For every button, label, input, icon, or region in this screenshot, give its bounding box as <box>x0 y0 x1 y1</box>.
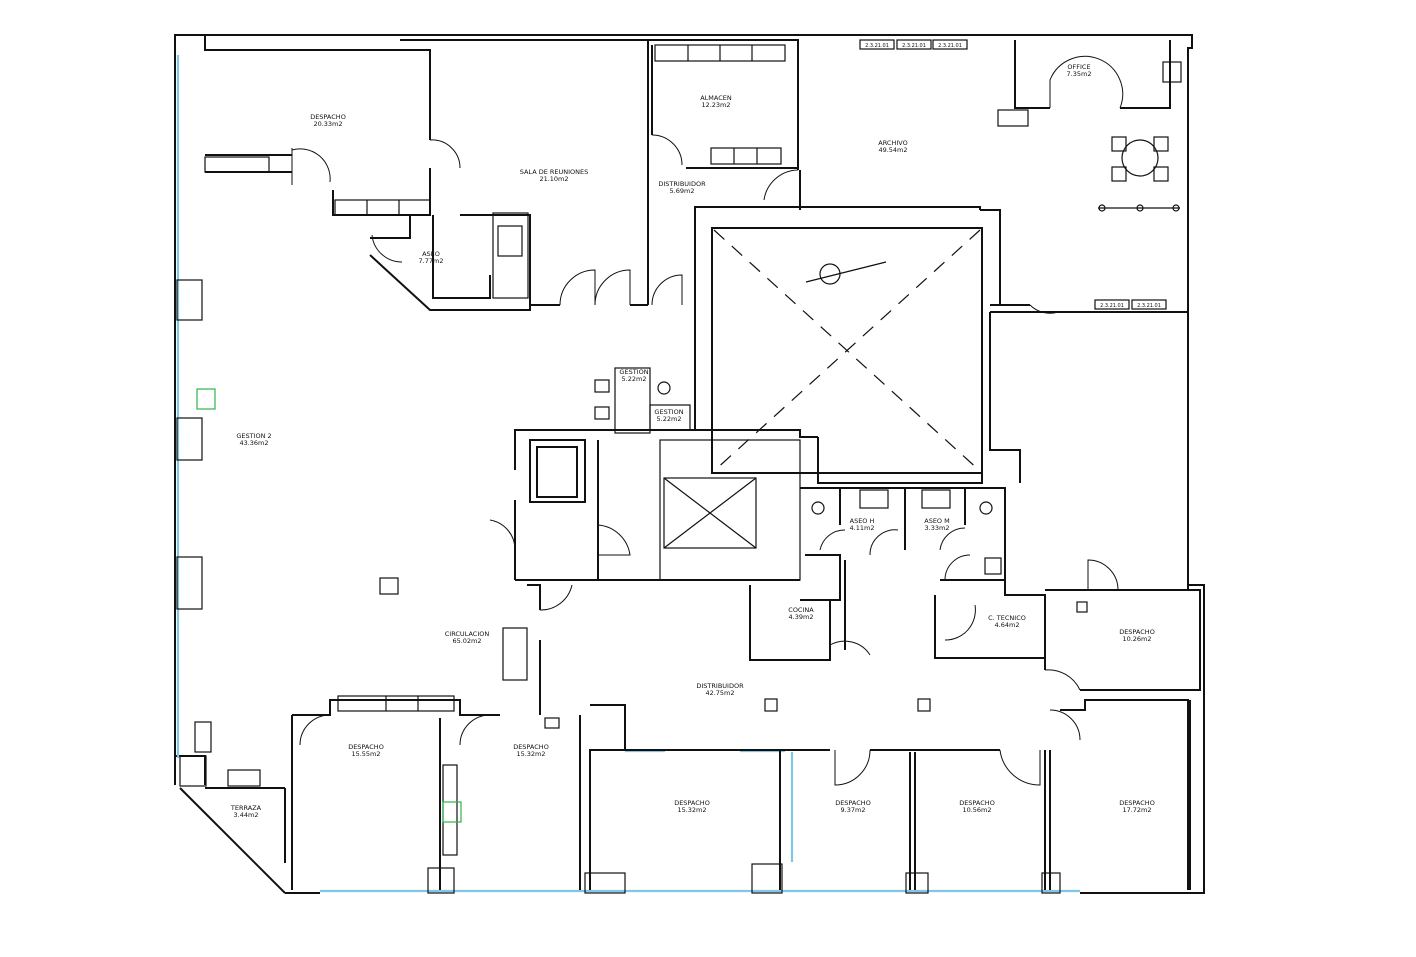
room-area: 4.39m2 <box>789 613 814 621</box>
room-name: DESPACHO <box>674 799 710 807</box>
equipment-tag: 2.3.21.01 <box>1094 299 1130 310</box>
room-name: DESPACHO <box>1119 799 1155 807</box>
room-area: 15.32m2 <box>677 806 706 814</box>
equipment-tag: 2.3.21.01 <box>859 39 895 50</box>
room-name: GESTION 2 <box>236 432 271 440</box>
room-name: COCINA <box>788 606 814 614</box>
room-area: 4.64m2 <box>995 621 1020 629</box>
room-area: 20.33m2 <box>313 120 342 128</box>
room-name: TERRAZA <box>230 804 262 812</box>
equipment-tags: 2.3.21.01 2.3.21.01 2.3.21.01 2.3.21.01 2.3.… <box>859 39 1167 310</box>
room-name: DESPACHO <box>513 743 549 751</box>
room-name: SALA DE REUNIONES <box>520 168 589 176</box>
room-area: 21.10m2 <box>539 175 568 183</box>
room-name: DISTRIBUIDOR <box>696 682 744 690</box>
doors <box>291 55 1124 786</box>
room-name: GESTION <box>654 408 683 416</box>
svg-text:2.3.21.01: 2.3.21.01 <box>865 43 889 49</box>
room-area: 10.26m2 <box>1122 635 1151 643</box>
room-area: 4.11m2 <box>850 524 875 532</box>
room-name: DESPACHO <box>959 799 995 807</box>
equipment-tag: 2.3.21.01 <box>1131 299 1167 310</box>
columns <box>176 279 1088 894</box>
room-name: DESPACHO <box>348 743 384 751</box>
room-name: ARCHIVO <box>878 139 907 147</box>
room-name: ALMACEN <box>700 94 732 102</box>
room-name: DISTRIBUIDOR <box>658 180 706 188</box>
room-area: 5.22m2 <box>657 415 682 423</box>
room-area: 43.36m2 <box>239 439 268 447</box>
room-name: CIRCULACION <box>445 630 490 638</box>
interior-walls <box>204 35 1188 313</box>
room-area: 15.55m2 <box>351 750 380 758</box>
room-area: 5.69m2 <box>670 187 695 195</box>
room-name: DESPACHO <box>310 113 346 121</box>
room-area: 17.72m2 <box>1122 806 1151 814</box>
office-table <box>1098 136 1180 212</box>
core <box>514 367 818 610</box>
outer-walls <box>174 34 1205 894</box>
markers <box>196 388 462 823</box>
toilets <box>800 487 1046 605</box>
svg-text:2.3.21.01: 2.3.21.01 <box>938 43 962 49</box>
room-area: 9.37m2 <box>841 806 866 814</box>
room-name: ASEO M <box>924 517 949 525</box>
svg-text:2.3.21.01: 2.3.21.01 <box>1100 303 1124 309</box>
room-area: 42.75m2 <box>705 689 734 697</box>
room-name: ASEO <box>422 250 440 258</box>
lightwell <box>694 170 1021 484</box>
room-name: DESPACHO <box>1119 628 1155 636</box>
room-area: 3.44m2 <box>234 811 259 819</box>
room-label-gestion-2: GESTION 243.36m2 <box>236 432 271 447</box>
room-name: GESTION <box>619 368 648 376</box>
room-area: 3.33m2 <box>925 524 950 532</box>
room-area: 7.35m2 <box>1067 70 1092 78</box>
room-name: ASEO H <box>850 517 875 525</box>
room-label-aseo-m: ASEO M3.33m2 <box>924 517 949 532</box>
room-area: 5.22m2 <box>622 375 647 383</box>
svg-text:2.3.21.01: 2.3.21.01 <box>1137 303 1161 309</box>
room-area: 7.77m2 <box>419 257 444 265</box>
room-area: 49.54m2 <box>878 146 907 154</box>
svg-text:2.3.21.01: 2.3.21.01 <box>902 43 926 49</box>
equipment-tag: 2.3.21.01 <box>896 39 932 50</box>
room-name: C. TECNICO <box>988 614 1026 622</box>
room-area: 12.23m2 <box>701 101 730 109</box>
room-area: 65.02m2 <box>452 637 481 645</box>
room-name: DESPACHO <box>835 799 871 807</box>
room-label-aseo-h: ASEO H4.11m2 <box>850 517 875 532</box>
room-area: 15.32m2 <box>516 750 545 758</box>
room-name: OFFICE <box>1067 63 1090 71</box>
equipment-tag: 2.3.21.01 <box>932 39 968 50</box>
south-walls <box>179 560 1201 890</box>
room-area: 10.56m2 <box>962 806 991 814</box>
